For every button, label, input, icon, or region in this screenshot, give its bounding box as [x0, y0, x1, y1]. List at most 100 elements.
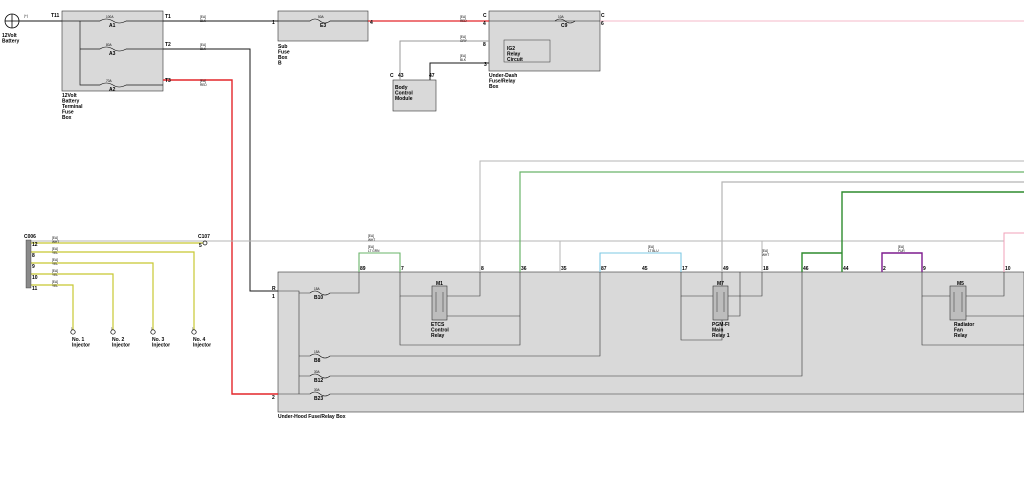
- sub-fuse-box-label: Fuse: [278, 50, 290, 56]
- underdash-pin: 6: [601, 21, 604, 27]
- underhood-pin-10: 10: [1005, 266, 1011, 272]
- relay-label-m5: Relay: [954, 333, 968, 339]
- wire-size-label: [EA]: [368, 234, 374, 238]
- fuse-id-e3: E3: [320, 23, 326, 29]
- relay-label-m5: Fan: [954, 328, 963, 334]
- underhood-pin-36: 36: [521, 266, 527, 272]
- wire-color-label: RED: [200, 83, 207, 87]
- bcm-connector: C: [390, 73, 394, 79]
- wire-pin8-grey: [479, 160, 1024, 272]
- injector-pin: 1: [192, 327, 194, 331]
- underdash-pin: C: [483, 13, 487, 19]
- wire-color-label: BLK: [200, 47, 207, 51]
- fuse-rating-a1: 100A: [106, 15, 114, 19]
- wire-color-label: WHT: [762, 253, 769, 257]
- wire-color-label: RED: [460, 19, 467, 23]
- relay-label-m1: Relay: [431, 333, 445, 339]
- underhood-pin-7: 7: [401, 266, 404, 272]
- fuse-id-b12: B12: [314, 378, 323, 384]
- underhood-pin-35: 35: [561, 266, 567, 272]
- terminal-box-label: Fuse: [62, 110, 74, 116]
- bcm-pin: 47: [429, 73, 435, 79]
- injector-label-4: Injector: [193, 343, 211, 349]
- wire-color-label: YEL: [52, 273, 58, 277]
- underhood-pin-2: 2: [272, 395, 275, 401]
- c006-pin: 8: [32, 253, 35, 259]
- relay-id-m5: M5: [957, 281, 964, 287]
- terminal-t11: T11: [51, 13, 60, 19]
- wire-blk-bcm: [429, 62, 489, 80]
- bcm-pin: 43: [398, 73, 404, 79]
- relay-label-m5: Radiator: [954, 322, 974, 328]
- c006-connector: [25, 239, 32, 289]
- underhood-pin-89: 89: [360, 266, 366, 272]
- fuse-rating-a3: 80A: [106, 43, 113, 47]
- fuse-rating-b8: 15A: [314, 350, 321, 354]
- wire-gry-bcm: [399, 40, 489, 80]
- wire-color-label: YEL: [52, 284, 58, 288]
- c006-pin: 12: [32, 242, 38, 248]
- wire-size-label: [EA]: [898, 245, 904, 249]
- wire-size-label: [EA]: [52, 280, 58, 284]
- fuse-id-b8: B8: [314, 358, 321, 364]
- wire-pin10-pink: [1003, 232, 1024, 272]
- wire-color-label: GRY: [460, 39, 468, 43]
- wire-pin49-grey: [721, 181, 1024, 272]
- sub-fuse-box-label: Sub: [278, 44, 287, 50]
- injector-symbols: [70, 240, 208, 335]
- wire-size-label: [EA]: [368, 245, 374, 249]
- c006-pin: 11: [32, 286, 38, 292]
- sub-fuse-box-label: B: [278, 61, 282, 67]
- wire-color-label: WHT: [52, 240, 59, 244]
- wire-color-label: BLK: [460, 58, 467, 62]
- wire-color-label: BLK: [200, 19, 207, 23]
- underhood-pin-18: 18: [763, 266, 769, 272]
- terminal-box-label: Box: [62, 115, 72, 121]
- wire-size-label: [EA]: [52, 258, 58, 262]
- underhood-pin-46: 46: [803, 266, 809, 272]
- fuse-id-b23: B23: [314, 396, 323, 402]
- c006-label: C006: [24, 234, 36, 240]
- injector-label-2: No. 2: [112, 337, 124, 343]
- bcm-label: Control: [395, 91, 413, 97]
- terminal-box-label: Battery: [62, 99, 79, 105]
- relay-label-m1: ETCS: [431, 322, 445, 328]
- ig2-relay-label: IG2: [507, 46, 515, 52]
- wire-size-label: [EA]: [52, 247, 58, 251]
- fuse-rating-b10: 15A: [314, 287, 321, 291]
- wire-inj3: [31, 262, 154, 330]
- fuse-rating-a2: 70A: [106, 79, 113, 83]
- fuse-id-a2: A2: [109, 87, 116, 93]
- wire-size-label: [EA]: [460, 15, 466, 19]
- underhood-pin-1: 1: [272, 294, 275, 300]
- wire-inj2: [31, 273, 114, 330]
- underdash-pin: 3: [484, 62, 487, 68]
- wire-pin89-7: [358, 252, 401, 272]
- wire-t2-blk: [163, 48, 278, 292]
- sub-fuse-pin-out: 4: [370, 20, 373, 26]
- wire-size-label: [EA]: [200, 43, 206, 47]
- fuse-id-c9: C9: [561, 23, 568, 29]
- injector-label-1: Injector: [72, 343, 90, 349]
- injector-label-1: No. 1: [72, 337, 84, 343]
- wire-pin87-17: [599, 252, 682, 272]
- terminal-t3: T3: [165, 78, 171, 84]
- fuse-id-a3: A3: [109, 51, 116, 57]
- ig2-relay-label: Relay: [507, 52, 521, 58]
- relay-m1: [431, 285, 448, 321]
- body-control-module: [392, 79, 437, 112]
- wire-size-label: [EA]: [200, 79, 206, 83]
- underhood-pin-9: 9: [923, 266, 926, 272]
- c006-pin: 9: [32, 264, 35, 270]
- wire-pin44-green: [841, 191, 1024, 272]
- underhood-box-label: Under-Hood Fuse/Relay Box: [278, 414, 346, 420]
- battery-icon: [4, 13, 20, 29]
- relay-m7: [712, 285, 729, 321]
- wire-size-label: [EA]: [762, 249, 768, 253]
- wire-color-label: LT GRN: [368, 249, 380, 253]
- wire-inj1: [31, 284, 74, 330]
- battery-label: Battery: [2, 39, 19, 45]
- bcm-label: Module: [395, 96, 413, 102]
- wire-pin46-44: [801, 252, 842, 272]
- underhood-pin-87: 87: [601, 266, 607, 272]
